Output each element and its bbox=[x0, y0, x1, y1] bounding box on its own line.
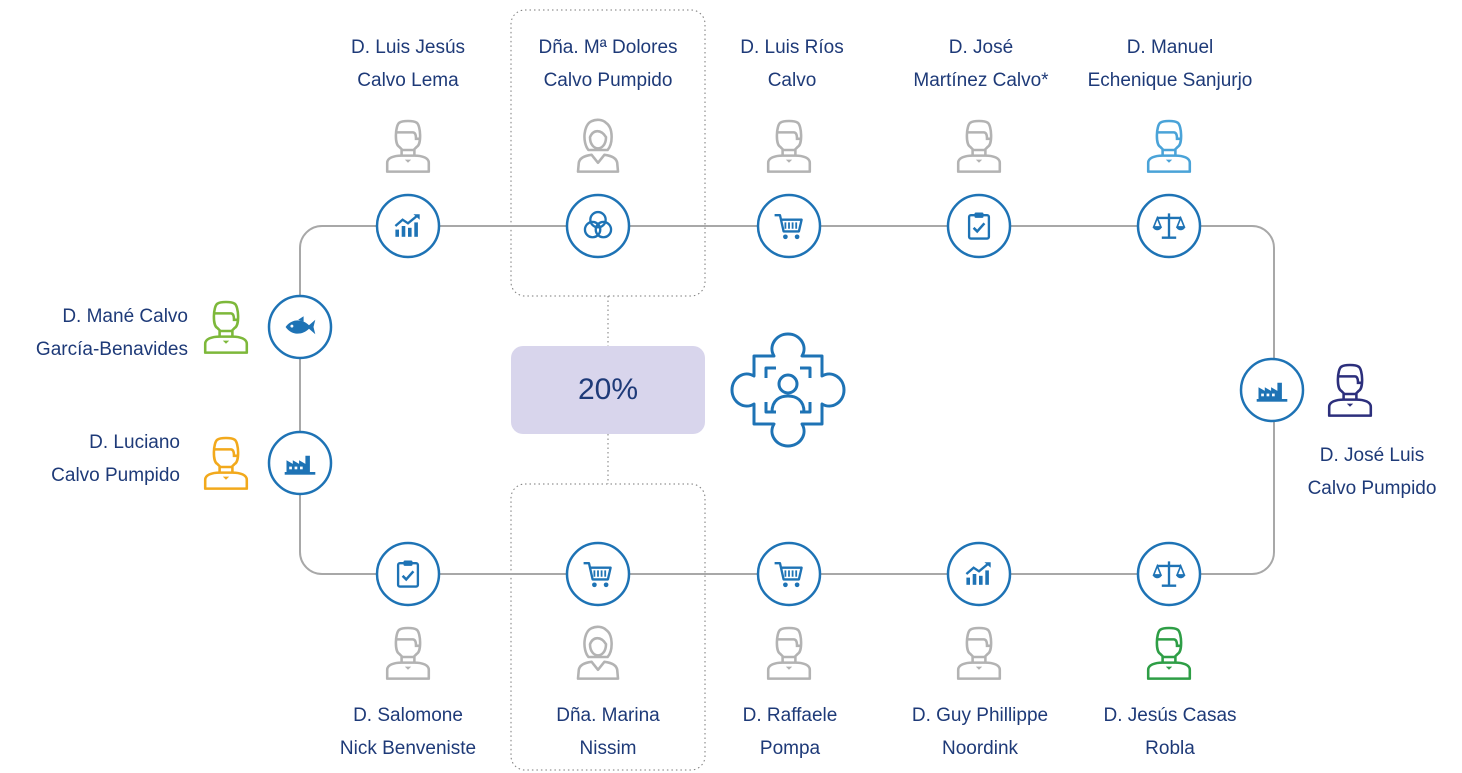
clipboard-check-node-icon bbox=[946, 193, 1012, 259]
member-name-2: Dña. Mª Dolores Calvo Pumpido bbox=[538, 37, 678, 91]
man-person-icon bbox=[1146, 626, 1192, 680]
shopping-cart-node-icon bbox=[565, 541, 631, 607]
balance-scale-node-icon bbox=[1136, 193, 1202, 259]
member-name-6: D. José Luis Calvo Pumpido bbox=[1307, 445, 1437, 499]
man-person-icon bbox=[203, 300, 249, 354]
percentage-box: 20% bbox=[511, 346, 705, 434]
shopping-cart-node-icon bbox=[756, 193, 822, 259]
clipboard-check-node-icon bbox=[375, 541, 441, 607]
fish-node-icon bbox=[267, 294, 333, 360]
man-person-icon bbox=[766, 119, 812, 173]
balance-scale-node-icon bbox=[1136, 541, 1202, 607]
percentage-value: 20% bbox=[577, 373, 639, 406]
woman-person-icon bbox=[576, 625, 620, 680]
man-person-icon bbox=[203, 436, 249, 490]
member-name-5: D. Manuel Echenique Sanjurjo bbox=[1087, 37, 1253, 91]
man-person-icon bbox=[1146, 119, 1192, 173]
member-name-8: D. Guy Phillippe Noordink bbox=[911, 705, 1049, 759]
venn-circles-node-icon bbox=[565, 193, 631, 259]
growth-chart-node-icon bbox=[946, 541, 1012, 607]
man-person-icon bbox=[1327, 363, 1373, 417]
man-person-icon bbox=[385, 626, 431, 680]
shopping-cart-node-icon bbox=[756, 541, 822, 607]
member-name-13: D. Mané Calvo García-Benavides bbox=[35, 306, 188, 360]
member-name-9: D. Raffaele Pompa bbox=[742, 705, 838, 759]
member-name-10: Dña. Marina Nissim bbox=[556, 705, 660, 759]
man-person-icon bbox=[385, 119, 431, 173]
factory-node-icon bbox=[267, 430, 333, 496]
man-person-icon bbox=[956, 626, 1002, 680]
man-person-icon bbox=[956, 119, 1002, 173]
woman-person-icon bbox=[576, 118, 620, 173]
puzzle-person-icon bbox=[730, 332, 846, 448]
growth-chart-node-icon bbox=[375, 193, 441, 259]
man-person-icon bbox=[766, 626, 812, 680]
member-name-7: D. Jesús Casas Robla bbox=[1103, 705, 1237, 759]
board-loop-line bbox=[299, 225, 1275, 575]
member-name-11: D. Salomone Nick Benveniste bbox=[339, 705, 477, 759]
factory-node-icon bbox=[1239, 357, 1305, 423]
member-name-1: D. Luis Jesús Calvo Lema bbox=[350, 37, 466, 91]
member-name-4: D. José Martínez Calvo* bbox=[913, 37, 1049, 91]
member-name-12: D. Luciano Calvo Pumpido bbox=[51, 432, 180, 486]
member-name-3: D. Luis Ríos Calvo bbox=[740, 37, 844, 91]
